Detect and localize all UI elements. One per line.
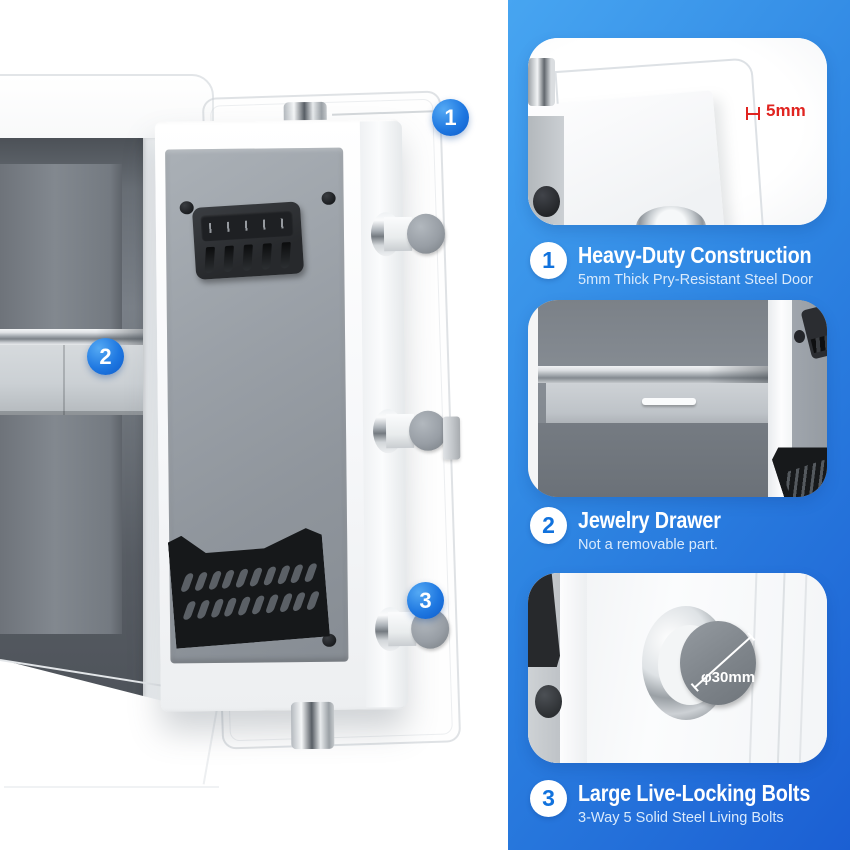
feature-heading-3: 3 Large Live-Locking Bolts 3-Way 5 Solid…: [530, 780, 830, 832]
drawer-bottom-shadow: [0, 411, 150, 415]
diameter-annotation: φ30mm: [700, 669, 756, 686]
callout-3-badge: 3: [407, 582, 444, 619]
shelf-closeup: [538, 366, 776, 383]
hinge-closeup: [528, 58, 555, 106]
callout-number: 2: [99, 343, 112, 369]
feature-panel: 5mm 1 Heavy-Duty Construction 5mm Thick …: [508, 0, 850, 850]
shelf-shading: [708, 366, 776, 383]
drawer-handle: [642, 398, 696, 405]
feature-subtitle: 3-Way 5 Solid Steel Living Bolts: [578, 809, 784, 826]
feature-photo-jewelry-drawer: [528, 300, 827, 497]
screw-cap: [321, 191, 336, 205]
drawer-seam: [63, 345, 65, 415]
feature-subtitle: 5mm Thick Pry-Resistant Steel Door: [578, 271, 814, 288]
clip: [223, 245, 234, 273]
callout-2-badge: 2: [87, 338, 124, 375]
pocket-slots: [783, 455, 827, 497]
pocket-slots: [182, 563, 315, 592]
feature-heading-1: 1 Heavy-Duty Construction 5mm Thick Pry-…: [530, 242, 830, 294]
door-latch-tab: [442, 416, 461, 460]
screw-cap: [794, 330, 805, 343]
drawer-closeup: [546, 383, 776, 423]
door-edge: [560, 573, 587, 763]
battery-contact-marks: [208, 218, 288, 234]
feature-number-badge: 2: [530, 507, 567, 544]
feature-title: Jewelry Drawer: [578, 507, 721, 533]
feature-number-badge: 1: [530, 242, 567, 279]
feature-title: Large Live-Locking Bolts: [578, 780, 811, 806]
clip: [242, 244, 253, 272]
base-edge-line: [4, 786, 219, 788]
locking-bolt: [370, 212, 451, 257]
safe-door-open: [152, 98, 469, 753]
callout-1-badge: 1: [432, 99, 469, 136]
door-back-panel: [165, 147, 349, 664]
interior-shelf: [0, 329, 152, 345]
safe-photo: 1 2 3: [0, 74, 469, 788]
feature-heading-2: 2 Jewelry Drawer Not a removable part.: [530, 507, 830, 559]
feature-photo-door-thickness: 5mm: [528, 38, 827, 225]
pocket-slots: [185, 591, 318, 620]
measure-bracket-icon: [746, 107, 760, 120]
thickness-annotation: 5mm: [766, 101, 806, 120]
knob-closeup: [533, 186, 560, 217]
screw-cap: [179, 201, 194, 215]
battery-compartment: [191, 201, 305, 280]
knob-closeup: [535, 685, 562, 718]
battery-window: [200, 209, 294, 242]
clip: [204, 246, 215, 274]
hinge-pin-bottom: [290, 701, 335, 750]
battery-clips: [204, 241, 298, 276]
clip: [280, 241, 291, 269]
callout-number: 3: [419, 587, 432, 613]
battery-clips: [810, 332, 827, 354]
jewelry-drawer: [0, 345, 150, 415]
feature-number-badge: 3: [530, 780, 567, 817]
clip: [261, 243, 272, 270]
feature-title: Heavy-Duty Construction: [578, 242, 812, 268]
feature-photo-locking-bolt: φ30mm: [528, 573, 827, 763]
interior-shading: [538, 423, 776, 497]
callout-number: 1: [444, 104, 457, 130]
door-mesh-pocket: [167, 525, 329, 649]
wall-edge: [528, 300, 538, 497]
bolt-ring-closeup: [636, 206, 706, 225]
feature-subtitle: Not a removable part.: [578, 536, 718, 553]
locking-bolt: [372, 409, 453, 454]
bolt-face: [680, 621, 756, 705]
